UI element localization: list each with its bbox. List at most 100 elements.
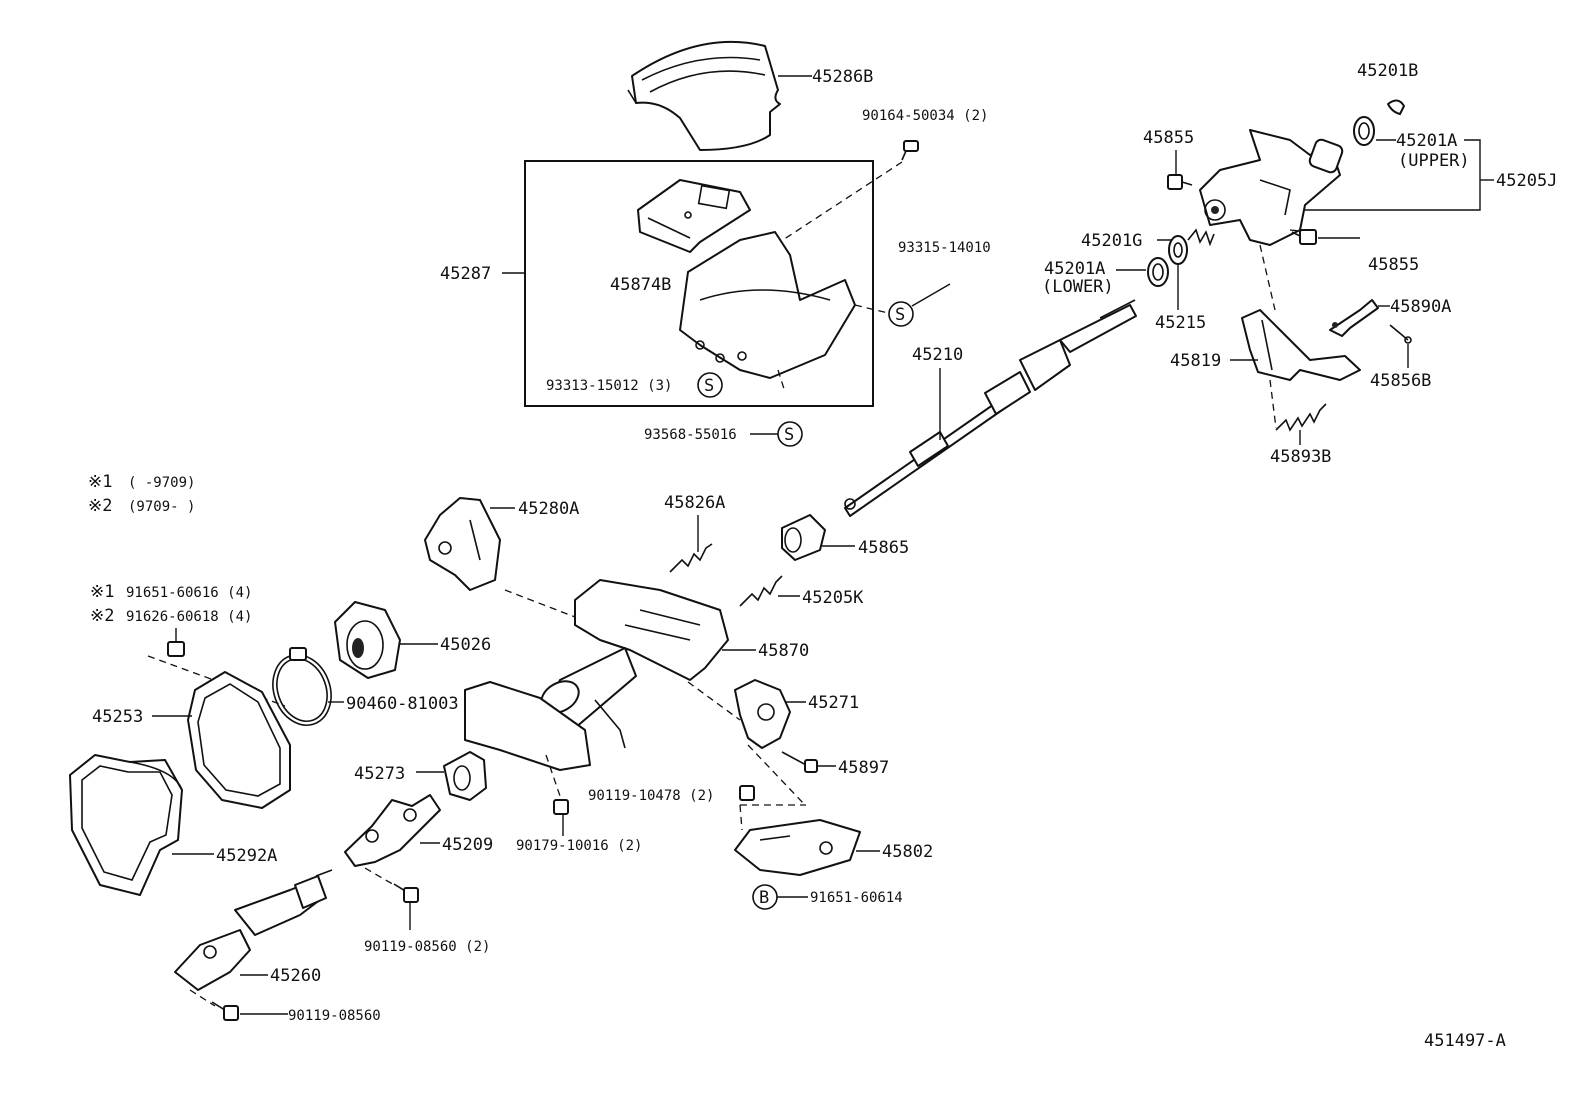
assembly-box-45287 — [524, 160, 874, 407]
label-lower: (LOWER) — [1042, 277, 1114, 297]
label-45897: 45897 — [838, 758, 889, 778]
part-45209-universal-joint[interactable] — [344, 794, 441, 867]
label-91626-60618: 91626-60618 (4) — [126, 609, 252, 625]
svg-text:S: S — [895, 305, 905, 325]
label-93568: 93568-55016 — [644, 427, 737, 443]
part-45201G-spring[interactable] — [1187, 228, 1215, 247]
part-45205K-spring[interactable] — [739, 575, 783, 607]
label-90119-08560: 90119-08560 — [288, 1008, 381, 1024]
part-45201B-clip[interactable] — [1387, 99, 1405, 115]
diagram-code: 451497-A — [1424, 1031, 1506, 1051]
part-45874B-lock-plate[interactable] — [637, 179, 751, 253]
part-90119-10478-nut[interactable] — [739, 785, 755, 801]
part-45826A-spring[interactable] — [669, 543, 713, 573]
label-45209: 45209 — [442, 835, 493, 855]
symbol-B: B — [752, 884, 778, 910]
label-90119-10478: 90119-10478 (2) — [588, 788, 714, 804]
part-45286B-column-cover[interactable] — [627, 40, 781, 151]
symbol-S-box: S — [697, 372, 723, 398]
part-90460-clamp-ring[interactable] — [263, 647, 340, 734]
label-45215: 45215 — [1155, 313, 1206, 333]
svg-text:S: S — [704, 376, 714, 396]
label-91651-60614: 91651-60614 — [810, 890, 903, 906]
label-90179: 90179-10016 (2) — [516, 838, 642, 854]
label-45253: 45253 — [92, 707, 143, 727]
label-45865: 45865 — [858, 538, 909, 558]
label-45273: 45273 — [354, 764, 405, 784]
part-45205J-tilt-housing[interactable] — [1199, 129, 1344, 246]
screw-91651-icon[interactable] — [167, 641, 185, 657]
label-45260: 45260 — [270, 966, 321, 986]
part-45253-boot-gasket[interactable] — [187, 671, 291, 809]
label-45201A-upper: 45201A — [1396, 131, 1457, 151]
legend-range-2: (9709- ) — [128, 499, 195, 515]
label-45819: 45819 — [1170, 351, 1221, 371]
part-45855-bolt-upper[interactable] — [1167, 174, 1193, 190]
part-45201A-lower-bushing[interactable] — [1147, 257, 1169, 287]
label-45205J: 45205J — [1496, 171, 1557, 191]
mark-1-screw: ※1 — [90, 582, 114, 602]
svg-text:B: B — [759, 888, 769, 908]
label-45201B: 45201B — [1357, 61, 1418, 81]
part-90179-10016-nut[interactable] — [553, 799, 569, 815]
part-45890A-lever[interactable] — [1329, 299, 1379, 337]
part-45280A-bracket[interactable] — [424, 497, 501, 591]
symbol-S-lower: S — [777, 421, 803, 447]
label-45826A: 45826A — [664, 493, 725, 513]
label-45874B: 45874B — [610, 275, 671, 295]
part-45819-bracket[interactable] — [1241, 309, 1361, 381]
part-45026-hole-cover[interactable] — [334, 601, 401, 679]
legend-mark-2: ※2 — [88, 496, 112, 516]
label-45855-lower: 45855 — [1368, 255, 1419, 275]
part-45273-bushing[interactable] — [443, 751, 487, 801]
label-45210: 45210 — [912, 345, 963, 365]
part-45855-bolt-lower[interactable] — [1291, 229, 1317, 245]
label-upper: (UPPER) — [1398, 151, 1470, 171]
part-90119-08560-bolt[interactable] — [211, 1001, 239, 1021]
part-45897-bolt[interactable] — [781, 751, 818, 773]
part-45271-clamp[interactable] — [734, 679, 791, 749]
part-45870-column-tube[interactable] — [536, 579, 729, 729]
label-45286B: 45286B — [812, 67, 873, 87]
label-45280A: 45280A — [518, 499, 579, 519]
part-45215-bearing[interactable] — [1168, 235, 1188, 265]
part-column-lower-bracket[interactable] — [464, 681, 626, 771]
label-45870: 45870 — [758, 641, 809, 661]
label-45890A: 45890A — [1390, 297, 1451, 317]
symbol-S-upper: S — [888, 301, 914, 327]
label-45271: 45271 — [808, 693, 859, 713]
screw-90164-icon — [901, 140, 919, 161]
part-90119-08560-bolt-2[interactable] — [393, 883, 419, 903]
svg-text:S: S — [784, 425, 794, 445]
label-45893B: 45893B — [1270, 447, 1331, 467]
label-93313: 93313-15012 (3) — [546, 378, 672, 394]
part-45210-main-shaft[interactable] — [844, 299, 1137, 517]
part-45865-bushing[interactable] — [781, 514, 826, 561]
legend-mark-1: ※1 — [88, 472, 112, 492]
legend-range-1: ( -9709) — [128, 475, 195, 491]
part-45260-intermediate-shaft[interactable] — [174, 869, 333, 991]
label-45287: 45287 — [440, 264, 491, 284]
label-45201G: 45201G — [1081, 231, 1142, 251]
label-90119-08560-2: 90119-08560 (2) — [364, 939, 490, 955]
part-45201A-upper-bushing[interactable] — [1353, 116, 1375, 146]
part-45856B-pin[interactable] — [1389, 324, 1412, 344]
part-column-cover-lower[interactable] — [679, 231, 856, 379]
label-45205K: 45205K — [802, 588, 864, 608]
label-45292A: 45292A — [216, 846, 277, 866]
mark-2-screw: ※2 — [90, 606, 114, 626]
part-45292A-boot[interactable] — [69, 754, 183, 896]
label-45201A-lower: 45201A — [1044, 259, 1105, 279]
label-45855-upper: 45855 — [1143, 128, 1194, 148]
label-45856B: 45856B — [1370, 371, 1431, 391]
label-91651-60616: 91651-60616 (4) — [126, 585, 252, 601]
label-45802: 45802 — [882, 842, 933, 862]
part-45802-cover-plate[interactable] — [734, 819, 861, 876]
label-45026: 45026 — [440, 635, 491, 655]
label-93315: 93315-14010 — [898, 240, 991, 256]
label-90164: 90164-50034 (2) — [862, 108, 988, 124]
part-45893B-spring[interactable] — [1275, 403, 1327, 432]
label-90460: 90460-81003 — [346, 694, 459, 714]
